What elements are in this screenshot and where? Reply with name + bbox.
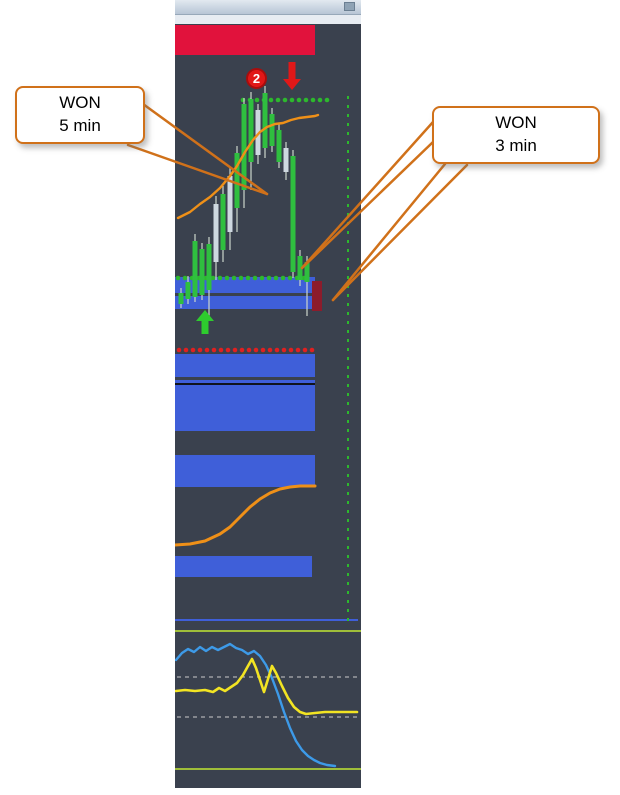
callout-won-5min: WON 5 min (15, 86, 145, 144)
callout-timeframe-text: 5 min (59, 116, 101, 135)
toolbar-band (175, 15, 361, 24)
callout-won-3min: WON 3 min (432, 106, 600, 164)
signal-count-badge: 2 (246, 68, 267, 89)
chart-canvas (175, 25, 361, 770)
callout-result-text: WON (59, 93, 101, 113)
callout-result-text: WON (495, 113, 537, 133)
callout-timeframe-text: 3 min (495, 136, 537, 155)
window-titlebar-fragment (175, 0, 361, 15)
trading-chart-strip[interactable] (175, 0, 361, 788)
titlebar-icon (344, 2, 355, 11)
